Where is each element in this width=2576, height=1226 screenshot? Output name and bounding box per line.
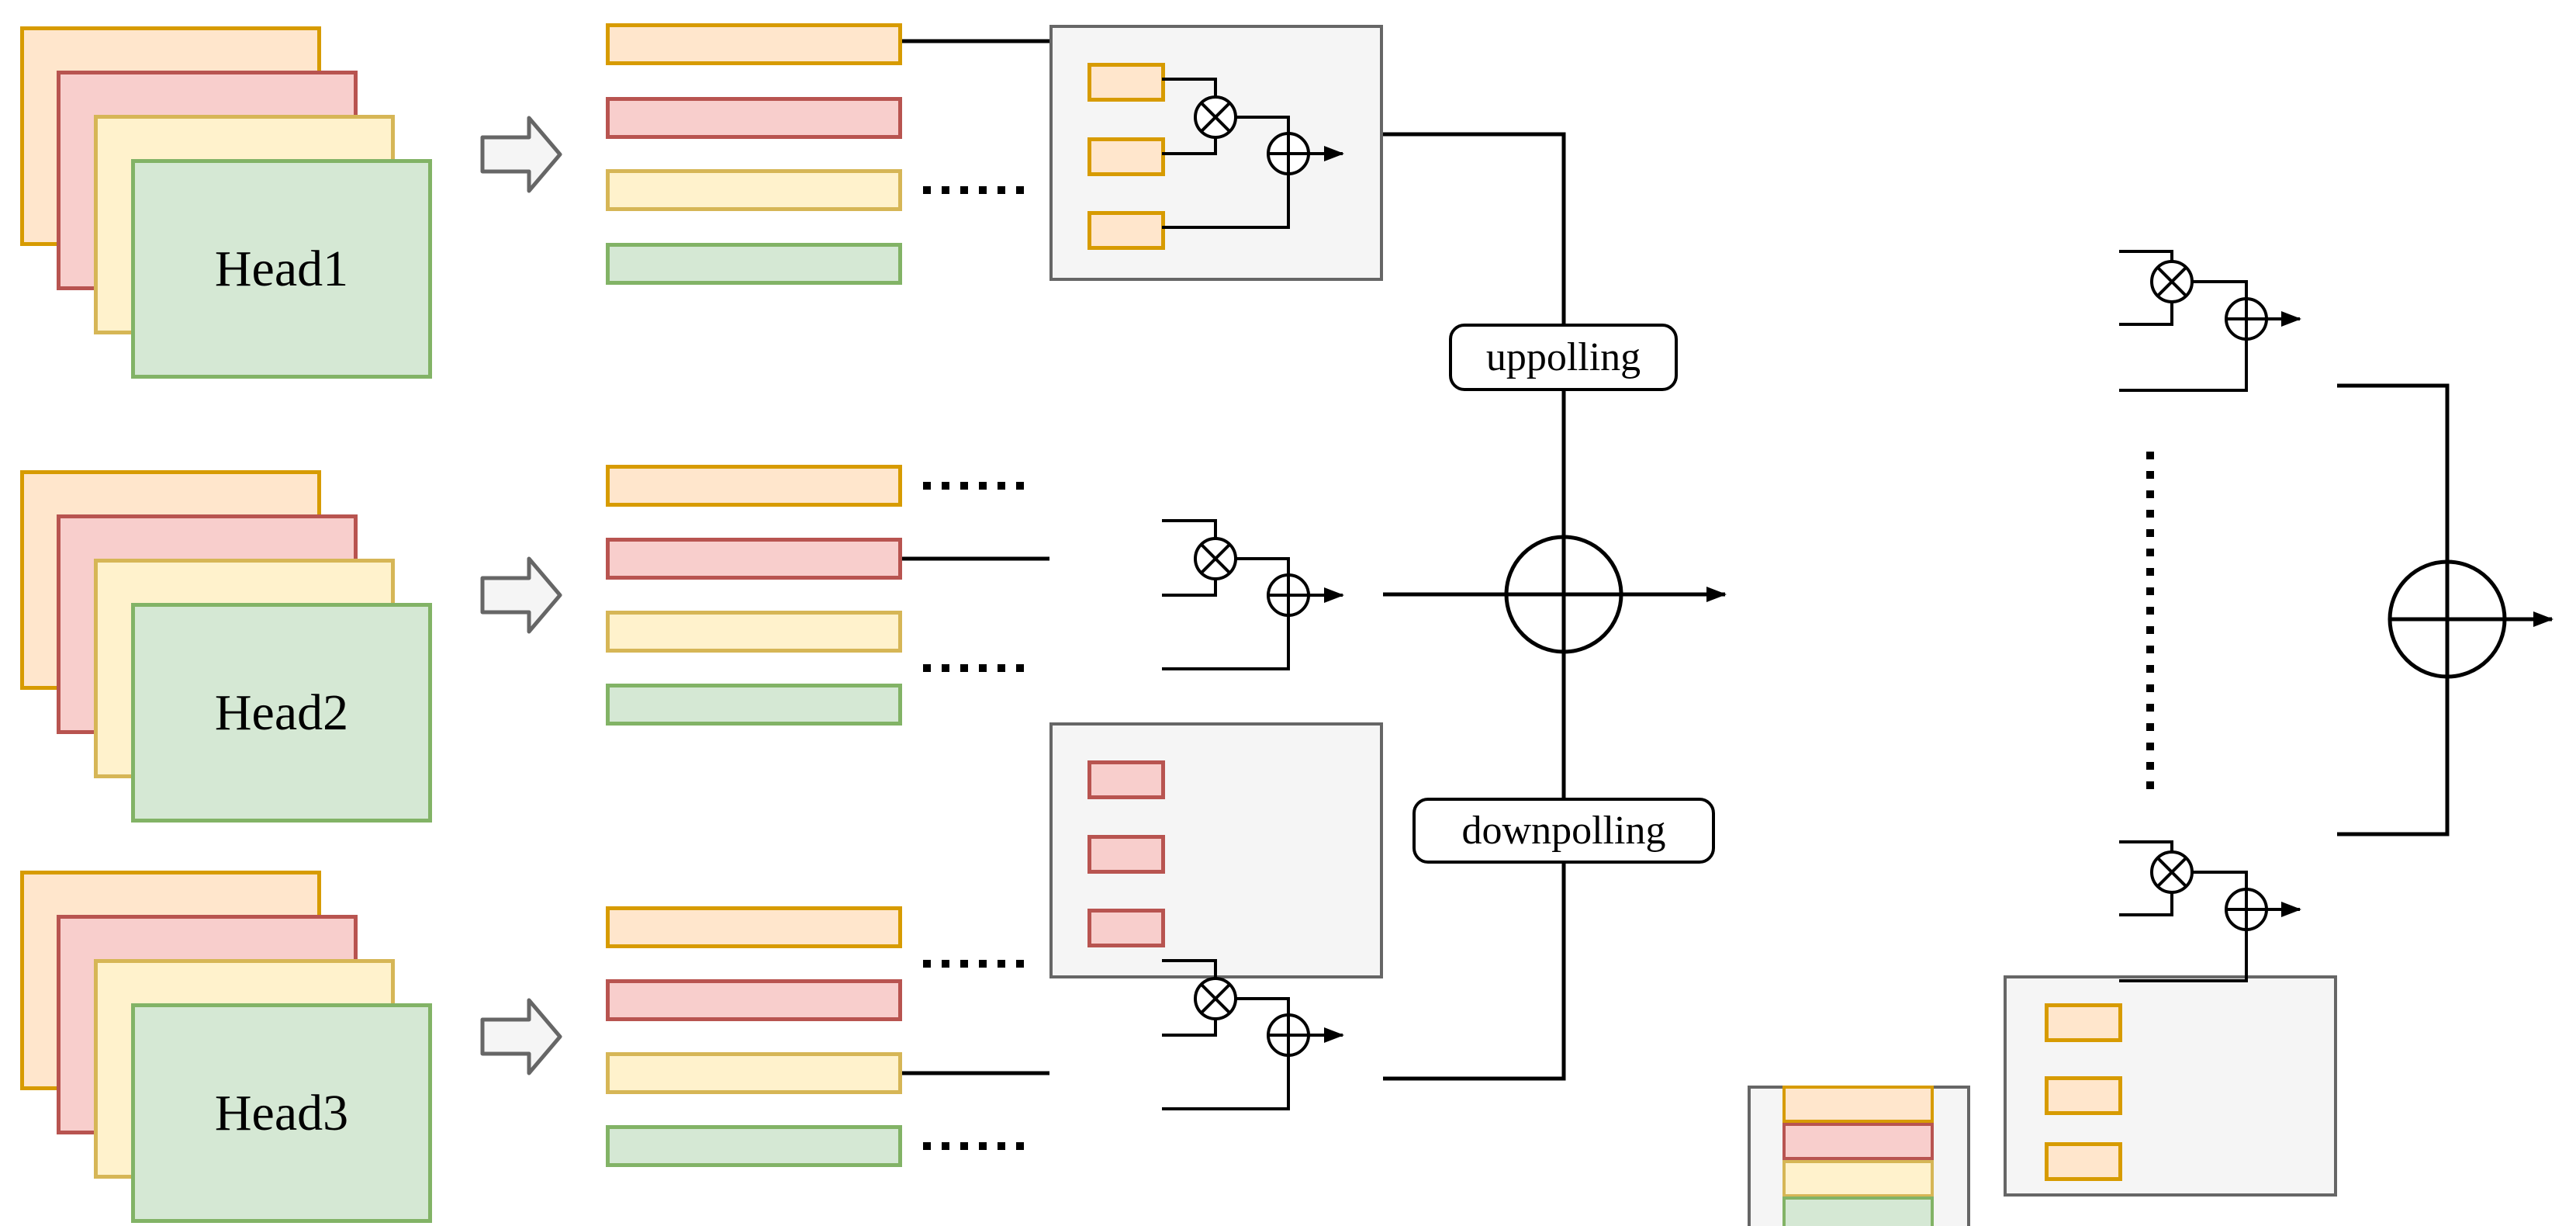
ellipsis-row2-top	[923, 482, 1024, 490]
bar-row1-yellow	[606, 169, 902, 211]
head1-label: Head1	[214, 240, 349, 297]
attn1-key-orange-3	[1087, 211, 1165, 250]
attention-block-right-top	[2004, 975, 2337, 1197]
rtop-key-orange-2	[2045, 1076, 2122, 1115]
bar-row3-red	[606, 979, 902, 1021]
attention-block-head1	[1049, 25, 1383, 281]
concat1-green	[1782, 1197, 1934, 1226]
ellipsis-row1	[923, 186, 1024, 194]
attention-block-head2	[1049, 722, 1383, 978]
head2-label: Head2	[214, 684, 349, 741]
concat1-yellow	[1782, 1160, 1934, 1197]
ellipsis-row3-bottom	[923, 1142, 1024, 1150]
bar-row2-green	[606, 684, 902, 726]
rbot-wiring	[2119, 842, 2300, 981]
bar-row1-orange	[606, 23, 902, 65]
ellipsis-vertical-right	[2146, 452, 2154, 789]
head3-card-green: Head3	[131, 1003, 432, 1223]
attn1-key-orange-1	[1087, 63, 1165, 102]
bar-row1-green	[606, 243, 902, 285]
attn2-key-red-1	[1087, 760, 1165, 799]
rtop-key-orange-3	[2045, 1142, 2122, 1181]
block-arrow-head3	[480, 998, 562, 1075]
ellipsis-row2-bottom	[923, 664, 1024, 672]
head2-card-green: Head2	[131, 603, 432, 823]
ellipsis-row3-top	[923, 960, 1024, 968]
attn2-key-red-3	[1087, 909, 1165, 947]
rtop-wiring	[2119, 251, 2300, 390]
attn3-wiring	[1162, 961, 1343, 1109]
concat1-red	[1782, 1123, 1934, 1160]
head1-card-green: Head1	[131, 159, 432, 379]
concat1-orange	[1782, 1086, 1934, 1123]
bar-row2-orange	[606, 465, 902, 507]
bar-row3-green	[606, 1125, 902, 1167]
bar-row2-yellow	[606, 611, 902, 653]
bar-row3-yellow	[606, 1052, 902, 1094]
downpolling-label: downpolling	[1412, 798, 1715, 864]
attn2-wiring	[1162, 521, 1343, 669]
downpolling-text: downpolling	[1461, 809, 1666, 853]
central-add-icon	[1504, 535, 1623, 654]
bar-row2-red	[606, 538, 902, 580]
block-arrow-head2	[480, 556, 562, 634]
rtop-key-orange-1	[2045, 1003, 2122, 1042]
bar-to-block-connectors	[902, 39, 1049, 1075]
bar-row3-orange	[606, 906, 902, 948]
block-arrow-head1	[480, 116, 562, 193]
uppolling-label: uppolling	[1449, 324, 1678, 391]
head3-label: Head3	[214, 1084, 349, 1141]
uppolling-text: uppolling	[1485, 335, 1641, 379]
final-add-icon	[2388, 559, 2507, 679]
bar-row1-red	[606, 97, 902, 139]
attn1-key-orange-2	[1087, 137, 1165, 176]
right-output-connectors	[2337, 383, 2450, 836]
attn2-key-red-2	[1087, 835, 1165, 874]
head-output-connectors	[1383, 132, 1566, 1081]
